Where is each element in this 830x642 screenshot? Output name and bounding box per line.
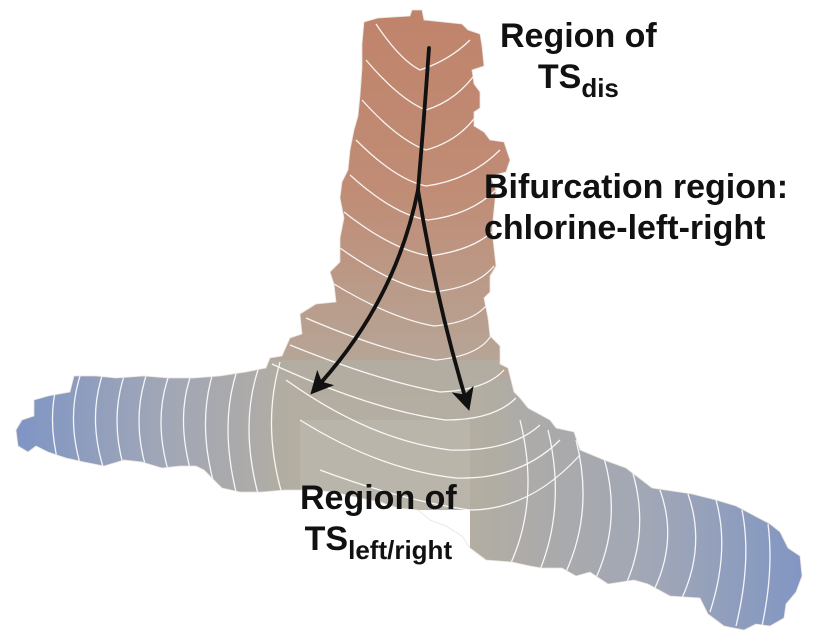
ts-main-text: TS (304, 520, 349, 559)
label-bifurcation-region: Bifurcation region: chlorine-left-right (484, 167, 788, 250)
surface-left-arm-fill (16, 360, 300, 630)
reaction-paths (310, 46, 474, 411)
label-region-ts-lr-line1: Region of (300, 479, 457, 517)
label-region-ts-dis: Region of TSdis (500, 16, 657, 105)
surface-right-arm-fill (470, 380, 802, 630)
ts-subscript-left-right: left/right (348, 535, 453, 566)
ts-subscript-dis: dis (581, 73, 619, 104)
arrow-to-right-ts (416, 188, 474, 411)
label-region-ts-dis-line1: Region of (500, 17, 657, 55)
label-bifurcation-line1: Bifurcation region: (484, 168, 789, 206)
contour-lines (51, 23, 771, 627)
label-bifurcation-line2: chlorine-left-right (484, 209, 766, 248)
label-region-ts-dis-line2: TSdis (500, 57, 657, 105)
ts-main-text: TS (537, 58, 582, 97)
label-region-ts-left-right: Region of TSleft/right (300, 478, 457, 567)
path-stem-line (416, 46, 431, 192)
label-region-ts-lr-line2: TSleft/right (300, 519, 457, 567)
arrow-to-left-ts (310, 188, 420, 395)
